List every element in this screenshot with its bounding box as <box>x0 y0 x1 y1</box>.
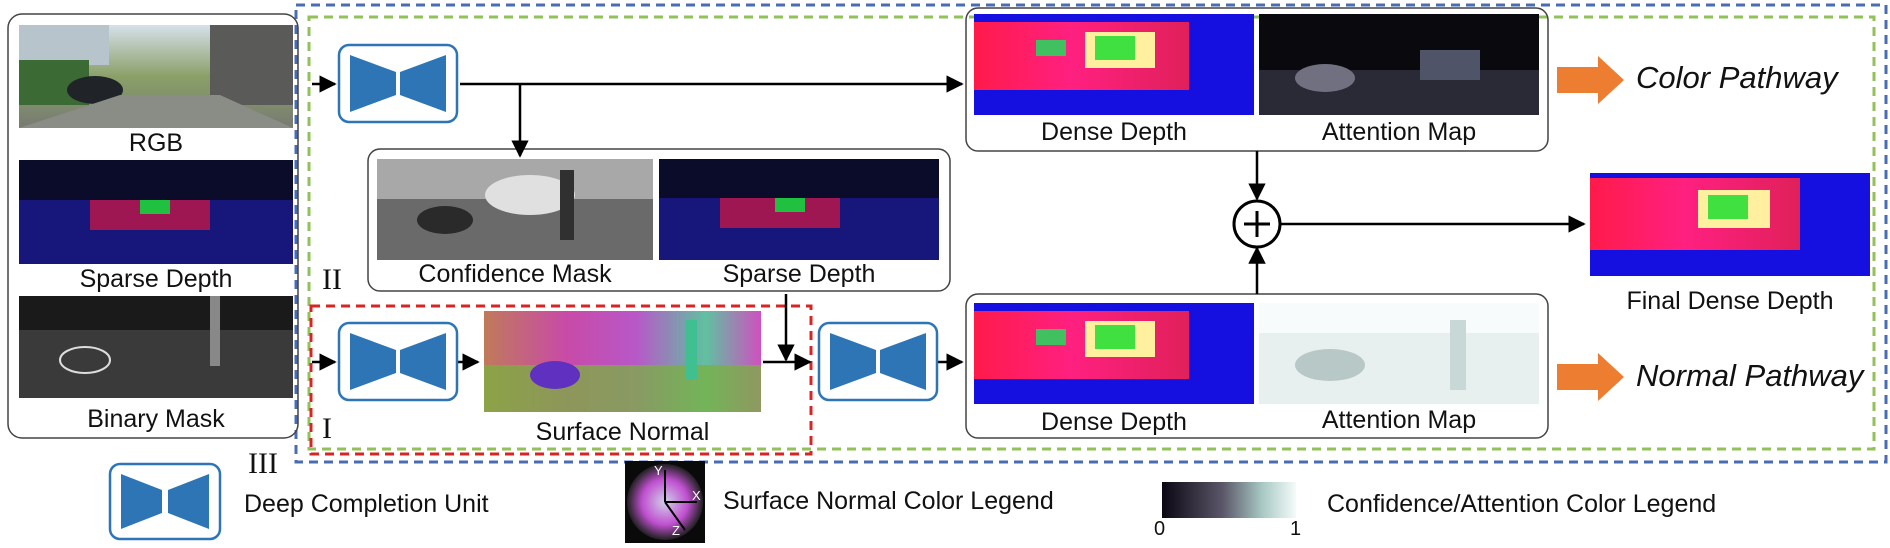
axis-z-label: Z <box>672 523 680 538</box>
stage-two-marker: II <box>322 263 342 296</box>
rgb-label: RGB <box>128 129 184 157</box>
dcu-icon-normal <box>817 321 939 402</box>
color-pathway-arrow-icon <box>1557 56 1624 104</box>
binary-mask-image <box>19 296 293 398</box>
final-dense-depth-label: Final Dense Depth <box>1626 287 1834 315</box>
region-three-border <box>294 3 1888 464</box>
surface-normal-legend-icon <box>625 461 705 543</box>
normal-legend-label: Surface Normal Color Legend <box>723 487 1054 515</box>
sparse-depth-input-label: Sparse Depth <box>79 265 233 293</box>
region-one-border <box>309 304 813 456</box>
colorbar-max-label: 1 <box>1290 518 1302 540</box>
sparse-depth-middle-image <box>659 159 939 260</box>
attention-map-color-label: Attention Map <box>1321 118 1477 146</box>
surface-normal-label: Surface Normal <box>535 418 710 446</box>
colorbar-min-label: 0 <box>1154 518 1166 540</box>
axis-x-label: X <box>692 488 701 503</box>
dcu-icon-color <box>337 43 459 124</box>
sparse-depth-middle-label: Sparse Depth <box>722 260 876 288</box>
attention-map-normal-label: Attention Map <box>1321 406 1477 434</box>
dcu-legend-label: Deep Completion Unit <box>244 490 489 518</box>
surface-normal-image <box>484 311 761 412</box>
dense-depth-normal-image <box>974 303 1254 404</box>
binary-mask-label: Binary Mask <box>87 405 225 433</box>
dcu-icon-legend <box>108 462 222 541</box>
dense-depth-color-label: Dense Depth <box>1041 118 1187 146</box>
axis-y-label: Y <box>654 463 663 478</box>
stage-one-marker: I <box>322 412 332 445</box>
input-frame <box>7 13 299 439</box>
dense-depth-normal-label: Dense Depth <box>1041 408 1187 436</box>
middle-frame <box>367 148 951 292</box>
normal-pathway-label: Normal Pathway <box>1636 358 1864 393</box>
dense-depth-color-image <box>974 14 1254 115</box>
rgb-image <box>19 25 293 128</box>
confidence-legend-label: Confidence/Attention Color Legend <box>1327 490 1717 518</box>
confidence-colorbar <box>1162 482 1296 518</box>
color-pathway-label: Color Pathway <box>1636 60 1838 95</box>
final-dense-depth-image <box>1590 173 1870 276</box>
dcu-icon-normal-estimation <box>337 321 459 402</box>
sum-node-icon <box>1232 199 1282 249</box>
confidence-mask-label: Confidence Mask <box>418 260 612 288</box>
sparse-depth-input-image <box>19 160 293 264</box>
stage-three-marker: III <box>248 447 278 480</box>
attention-map-normal-image <box>1259 303 1539 404</box>
confidence-mask-image <box>377 159 653 260</box>
attention-map-color-image <box>1259 14 1539 115</box>
normal-pathway-arrow-icon <box>1557 353 1624 401</box>
